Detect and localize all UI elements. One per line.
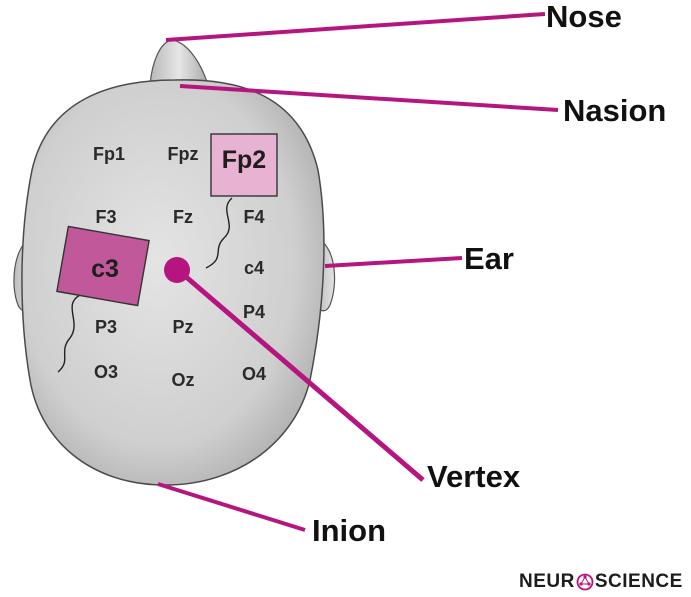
electrode-f3: F3 <box>95 207 116 227</box>
electrode-p3: P3 <box>95 317 117 337</box>
inion-callout-line <box>157 482 306 532</box>
electrode-oz: Oz <box>171 370 194 390</box>
nose-shape <box>149 39 209 86</box>
c3-electrode-pad <box>56 225 150 307</box>
logo-text-right: SCIENCE <box>594 571 683 592</box>
nose-callout-line <box>165 12 546 42</box>
ear-callout-line <box>324 256 463 268</box>
electrode-c3: c3 <box>91 255 119 283</box>
fp2-lead-wire <box>205 197 233 269</box>
label-nose: Nose <box>546 0 622 34</box>
label-ear: Ear <box>464 241 514 276</box>
c3-lead-wire <box>57 294 81 373</box>
electrode-fz: Fz <box>173 207 193 227</box>
label-inion: Inion <box>312 513 386 548</box>
electrode-fpz: Fpz <box>168 144 199 164</box>
electrode-o3: O3 <box>94 362 118 382</box>
logo-text-left: NEUR <box>519 571 575 592</box>
neuroscience-logo: NEUR SCIENCE <box>519 570 691 594</box>
vertex-callout-line <box>176 268 425 482</box>
electrode-c4: c4 <box>244 258 264 278</box>
brain-network-icon <box>576 573 594 591</box>
electrode-fp1: Fp1 <box>93 144 125 164</box>
vertex-marker <box>164 257 190 283</box>
electrode-o4: O4 <box>242 364 266 384</box>
electrode-p4: P4 <box>243 302 265 322</box>
electrode-fp2: Fp2 <box>222 146 266 174</box>
label-vertex: Vertex <box>427 459 521 494</box>
fp2-electrode-pad <box>210 133 278 197</box>
electrode-pz: Pz <box>172 317 193 337</box>
electrode-f4: F4 <box>243 207 264 227</box>
nasion-callout-line <box>179 84 559 112</box>
label-nasion: Nasion <box>563 93 666 128</box>
